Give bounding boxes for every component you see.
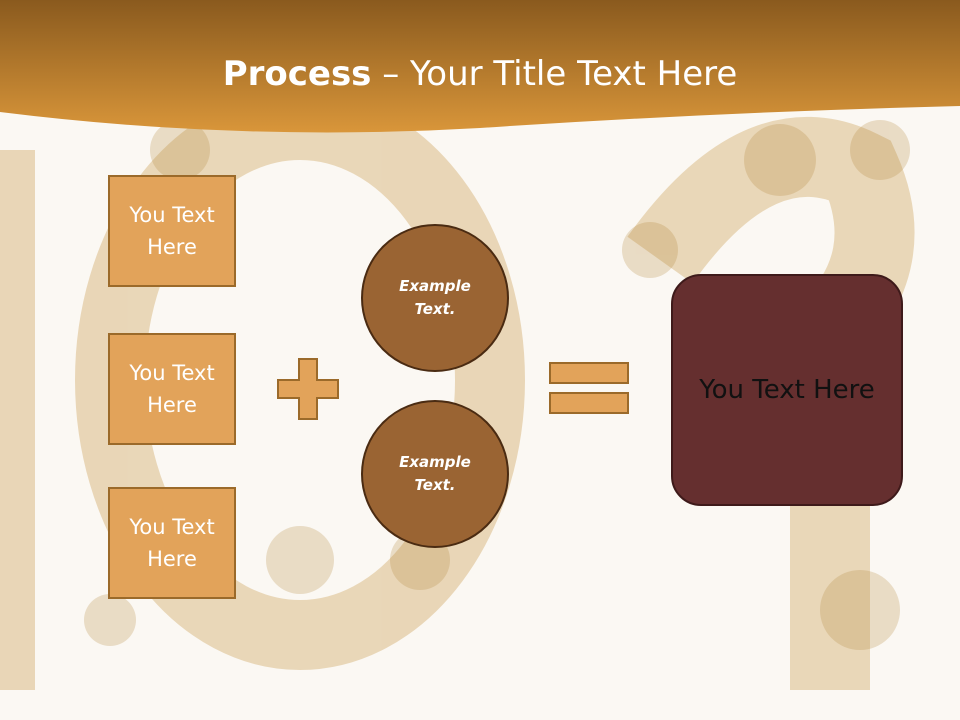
coin-icon [744,124,816,196]
result-label: You Text Here [699,375,875,405]
text-box-label: You Text Here [129,515,215,571]
page-title: Process – Your Title Text Here [0,52,960,96]
text-box-2[interactable]: You Text Here [108,333,236,445]
title-bold: Process [222,54,372,94]
text-box-1[interactable]: You Text Here [108,175,236,287]
text-box-label: You Text Here [129,361,215,417]
text-box-label: You Text Here [129,203,215,259]
circle-label: Example Text. [399,277,471,318]
circle-label: Example Text. [399,453,471,494]
coin-icon [820,570,900,650]
text-box-3[interactable]: You Text Here [108,487,236,599]
example-circle-2[interactable]: Example Text. [361,400,509,548]
example-circle-1[interactable]: Example Text. [361,224,509,372]
coin-icon [266,526,334,594]
coin-icon [150,120,210,180]
coin-icon [622,222,678,278]
coin-icon [850,120,910,180]
coin-icon [84,594,136,646]
title-rest: – Your Title Text Here [371,54,738,94]
header-banner [0,0,960,133]
plus-icon [277,358,339,420]
result-box[interactable]: You Text Here [671,274,903,506]
equals-icon [549,362,629,414]
